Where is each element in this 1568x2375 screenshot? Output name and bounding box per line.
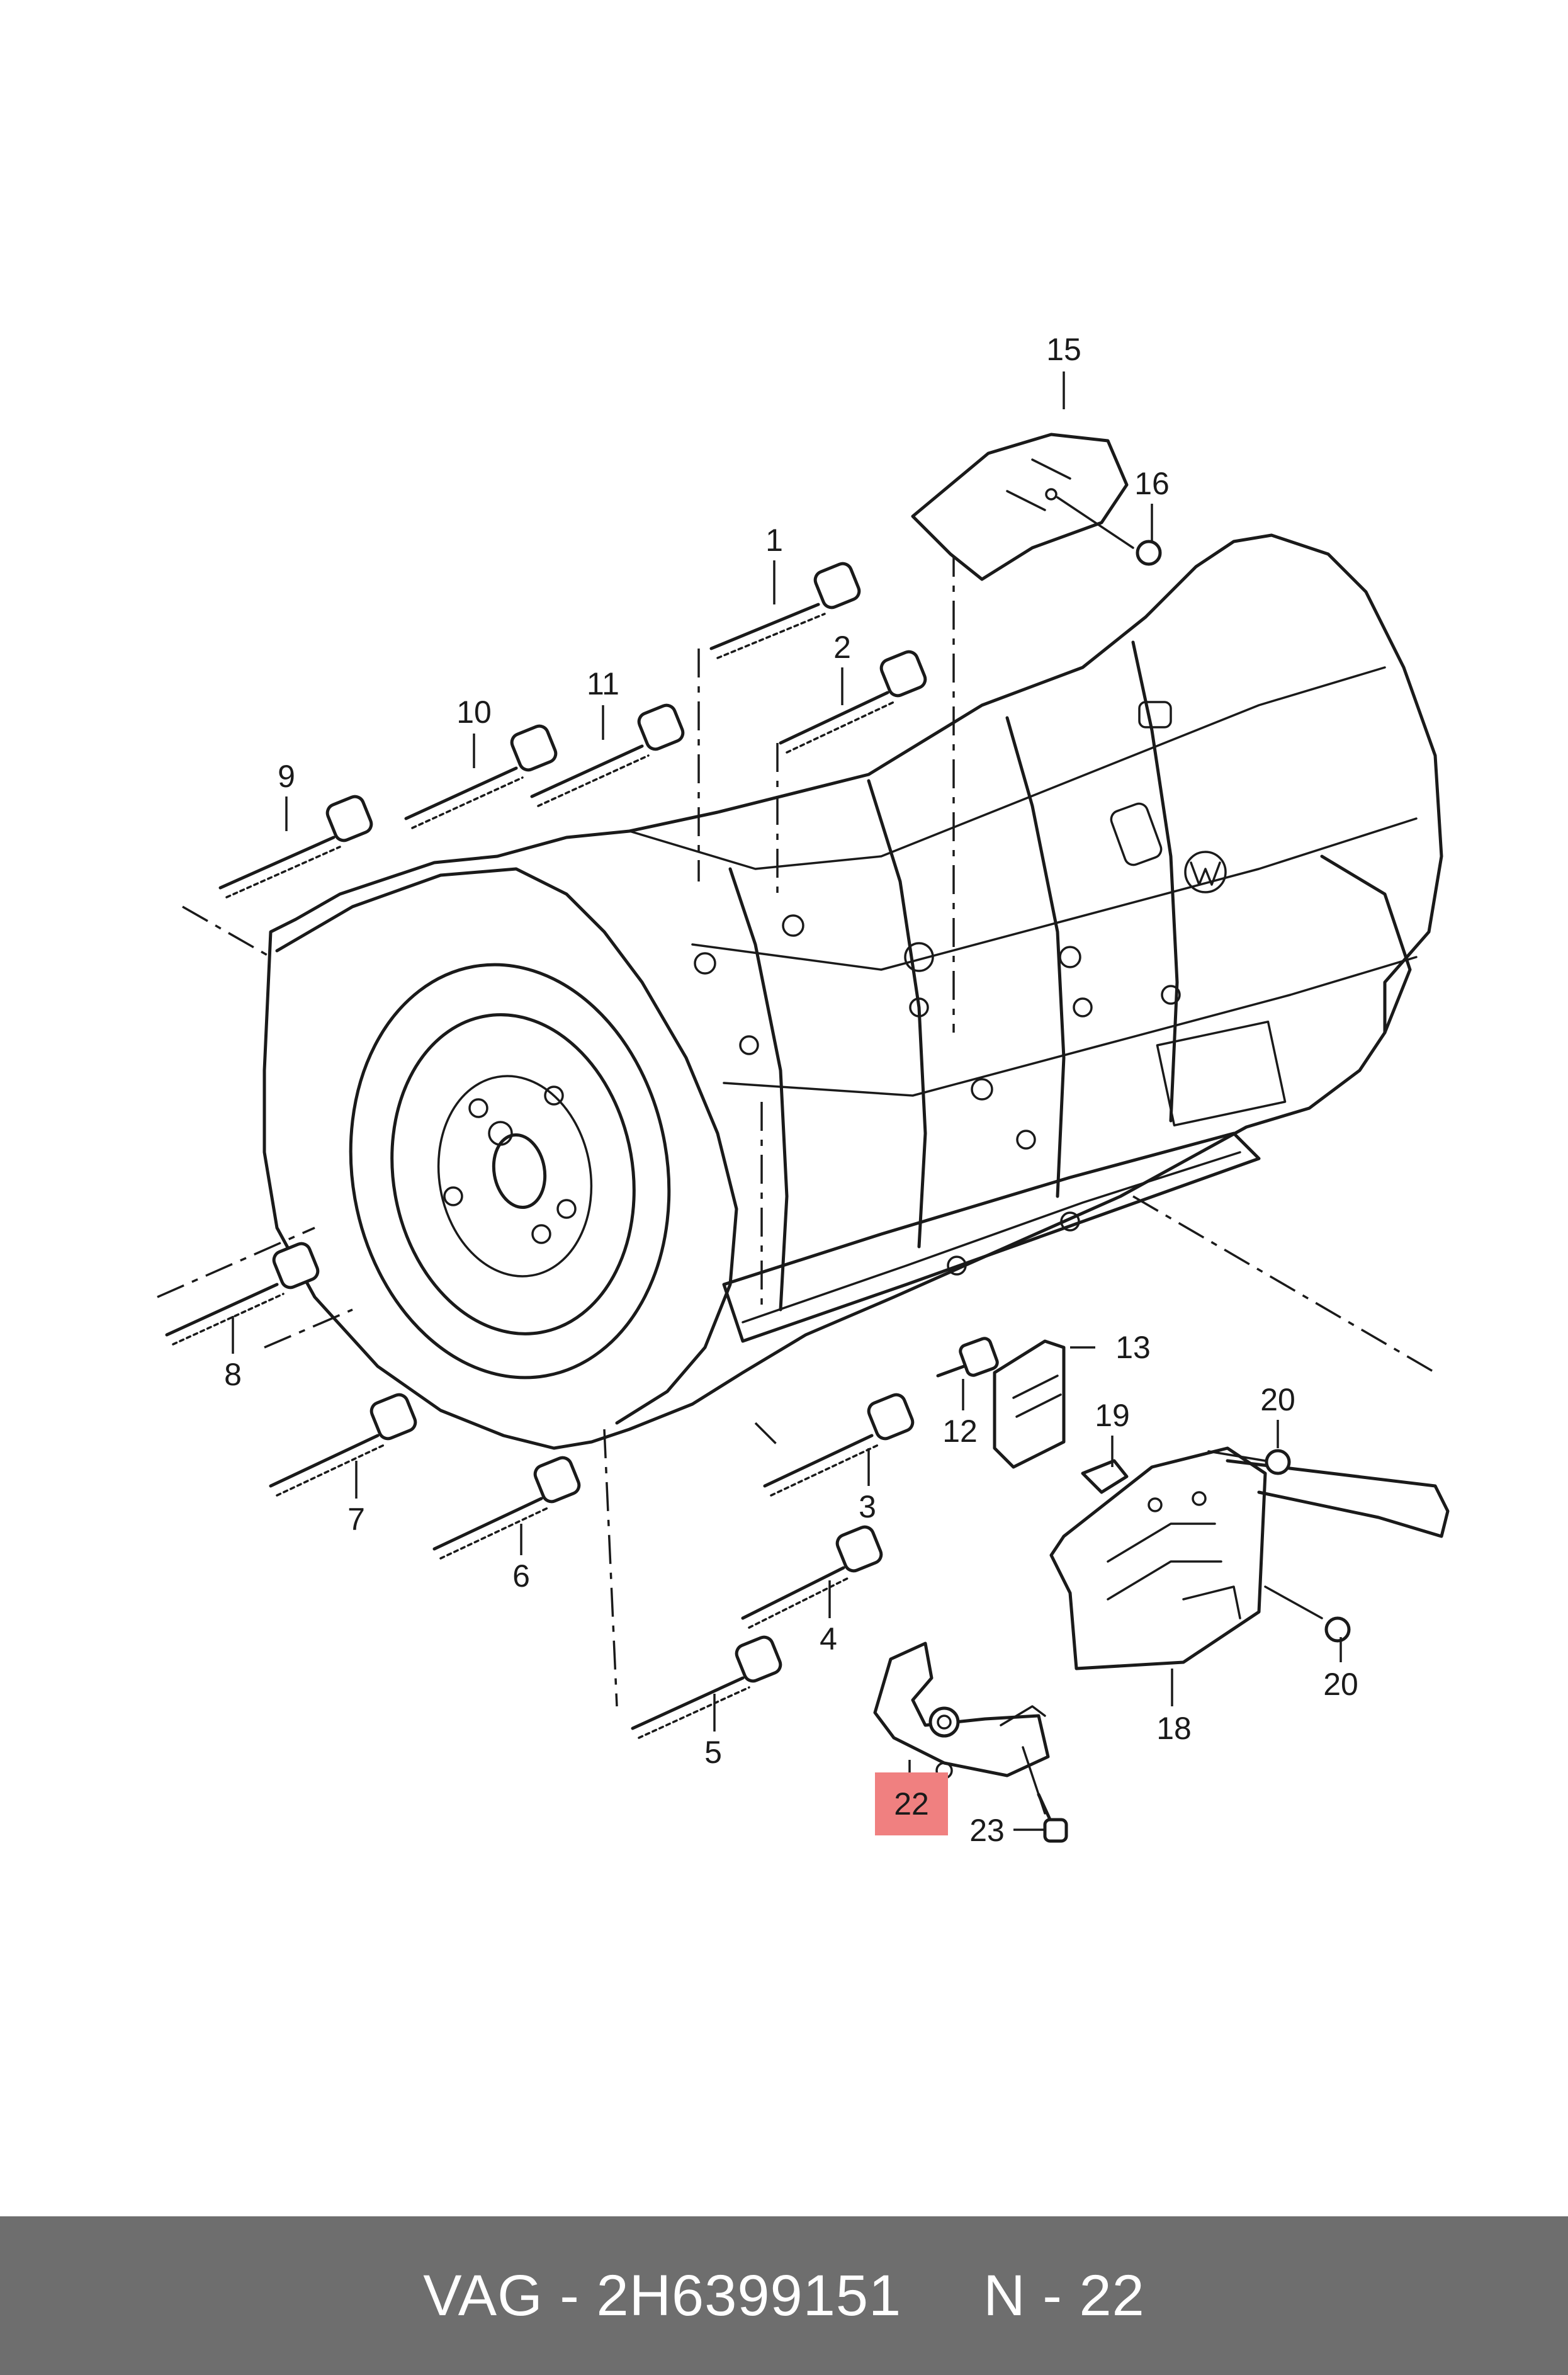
position-separator: - — [1042, 2263, 1063, 2328]
part-1-bolt — [709, 562, 861, 659]
brand-label: VAG — [423, 2263, 543, 2328]
position-label: N — [983, 2263, 1026, 2328]
transmission-housing — [262, 533, 1443, 1450]
part-7-bolt — [269, 1393, 417, 1497]
part-6-bolt — [432, 1456, 581, 1560]
callout-labels: 15 16 1 2 10 11 9 8 13 12 19 20 7 3 6 4 … — [224, 332, 1358, 1848]
part-16-bolt — [1056, 496, 1162, 566]
assembly-lines — [157, 548, 1436, 1707]
part-number: 2H6399151 — [596, 2263, 902, 2328]
callout-7: 7 — [347, 1502, 365, 1537]
callout-11: 11 — [587, 666, 619, 701]
part-3-bolt — [763, 1393, 915, 1497]
part-8-bolt — [165, 1242, 320, 1346]
callout-9: 9 — [278, 759, 295, 794]
callout-22: 22 — [894, 1786, 929, 1822]
part-11-bolt — [530, 703, 685, 807]
callout-20-top: 20 — [1260, 1382, 1295, 1417]
callout-20-bottom: 20 — [1323, 1667, 1358, 1702]
part-13-cover — [993, 1339, 1066, 1469]
callout-4: 4 — [820, 1621, 837, 1657]
part-info-text: VAG - 2H6399151 N - 22 — [423, 2263, 1145, 2329]
part-20-bolts — [1207, 1449, 1351, 1643]
part-18-bracket — [1049, 1446, 1450, 1670]
part-2-bolt — [779, 650, 927, 754]
callout-13: 13 — [1115, 1330, 1151, 1365]
callout-18: 18 — [1156, 1711, 1192, 1746]
callout-15: 15 — [1046, 332, 1081, 367]
callout-23: 23 — [969, 1813, 1005, 1848]
part-5-bolt — [631, 1635, 782, 1739]
callout-12: 12 — [942, 1414, 978, 1449]
callout-1: 1 — [765, 523, 783, 558]
callout-19: 19 — [1095, 1398, 1130, 1433]
leader-lines — [232, 371, 1342, 1831]
part-19-clip — [1081, 1459, 1129, 1494]
callout-16: 16 — [1134, 466, 1170, 501]
callout-10: 10 — [456, 694, 492, 730]
mounting-bolts — [165, 562, 927, 1739]
part-15-heat-shield — [911, 433, 1129, 581]
part-10-bolt — [404, 724, 558, 829]
part-12-bolt — [936, 1337, 999, 1378]
callout-8: 8 — [224, 1357, 242, 1392]
diagram-canvas: 15 16 1 2 10 11 9 8 13 12 19 20 7 3 6 4 … — [157, 332, 1450, 1848]
part-22-mount — [873, 1641, 1050, 1779]
position-number: 22 — [1079, 2263, 1145, 2328]
callout-5: 5 — [704, 1735, 722, 1770]
part-4-bolt — [741, 1525, 883, 1629]
part-info-banner: VAG - 2H6399151 N - 22 — [0, 2216, 1568, 2375]
callout-2: 2 — [833, 630, 851, 665]
exploded-parts-diagram: 15 16 1 2 10 11 9 8 13 12 19 20 7 3 6 4 … — [157, 332, 1450, 1848]
highlight-box-22 — [875, 1772, 948, 1835]
callout-6: 6 — [512, 1558, 530, 1594]
brand-separator: - — [560, 2263, 580, 2328]
part-9-bolt — [218, 795, 373, 898]
callout-3: 3 — [859, 1489, 876, 1524]
